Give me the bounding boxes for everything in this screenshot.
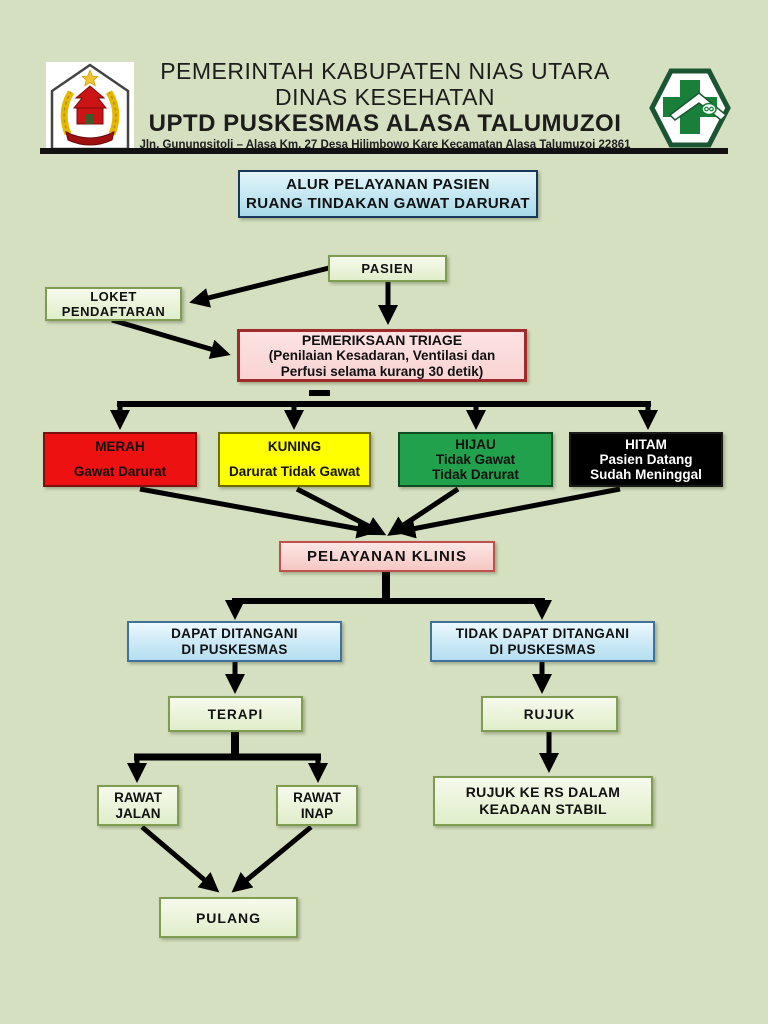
connector-hitam-klinis: [395, 486, 621, 539]
connector-kuning-klinis: [295, 486, 387, 536]
node-label-line1: LOKET: [90, 289, 137, 304]
chart-title-line2: RUANG TINDAKAN GAWAT DARURAT: [246, 195, 530, 212]
node-label: RUJUK: [523, 706, 576, 722]
node-label-line2: (Penilaian Kesadaran, Ventilasi dan: [268, 347, 496, 363]
connector-rawat-inap-pulang: [231, 825, 313, 893]
node-pelayanan-klinis: PELAYANAN KLINIS: [279, 541, 495, 572]
node-label-line2: Tidak Gawat: [435, 452, 516, 467]
node-triage-merah: MERAH Gawat Darurat: [43, 432, 197, 487]
node-pulang: PULANG: [159, 897, 298, 938]
node-triage-kuning: KUNING Darurat Tidak Gawat: [218, 432, 371, 487]
node-rawat-inap: RAWAT INAP: [276, 785, 358, 826]
node-label-line1: TIDAK DAPAT DITANGANI: [455, 625, 630, 641]
node-label: PULANG: [195, 909, 262, 926]
node-label-line1: RAWAT: [114, 789, 162, 805]
node-rawat-jalan: RAWAT JALAN: [97, 785, 179, 826]
node-tidak-dapat-ditangani: TIDAK DAPAT DITANGANI DI PUSKESMAS: [430, 621, 655, 662]
node-terapi: TERAPI: [168, 696, 303, 732]
header-divider: [40, 148, 728, 154]
node-label-line2: INAP: [300, 805, 334, 821]
node-label: TERAPI: [207, 706, 264, 722]
node-label-line1: MERAH: [95, 439, 145, 454]
facility-name: UPTD PUSKESMAS ALASA TALUMUZOI: [148, 110, 622, 137]
triage-stub-dash: [309, 390, 330, 396]
node-label: PASIEN: [361, 261, 414, 276]
node-label-line1: RAWAT: [293, 789, 341, 805]
node-label-line1: HIJAU: [455, 437, 496, 452]
node-label-line1: KUNING: [267, 439, 322, 454]
node-label-line1: RUJUK KE RS DALAM: [465, 784, 621, 800]
node-rujuk: RUJUK: [481, 696, 618, 732]
connector-loket-triage: [111, 317, 231, 359]
node-loket-pendaftaran: LOKET PENDAFTARAN: [45, 287, 182, 321]
connector-rawat-jalan-pulang: [140, 825, 220, 893]
connector-pasien-loket: [189, 265, 330, 308]
node-label-line2: PENDAFTARAN: [61, 304, 166, 319]
node-label-line1: HITAM: [625, 437, 667, 452]
node-rujuk-ke-rs: RUJUK KE RS DALAM KEADAAN STABIL: [433, 776, 653, 826]
node-pemeriksaan-triage: PEMERIKSAAN TRIAGE (Penilaian Kesadaran,…: [237, 329, 527, 382]
node-pasien: PASIEN: [328, 255, 447, 282]
node-label-line1: DAPAT DITANGANI: [171, 625, 298, 641]
puskesmas-logo: [649, 68, 731, 148]
node-label-line3: Perfusi selama kurang 30 detik): [280, 363, 484, 379]
letterhead: PEMERINTAH KABUPATEN NIAS UTARA DINAS KE…: [134, 58, 636, 151]
node-label: PELAYANAN KLINIS: [307, 548, 467, 565]
node-label-line3: Sudah Meninggal: [590, 467, 702, 482]
node-label-line1: PEMERIKSAAN TRIAGE: [301, 331, 463, 348]
node-triage-hitam: HITAM Pasien Datang Sudah Meninggal: [569, 432, 723, 487]
node-label-line2: DI PUSKESMAS: [181, 641, 288, 657]
government-name: PEMERINTAH KABUPATEN NIAS UTARA: [160, 58, 610, 84]
node-label-line2: Gawat Darurat: [73, 464, 167, 479]
node-triage-hijau: HIJAU Tidak Gawat Tidak Darurat: [398, 432, 553, 487]
node-label-line3: Tidak Darurat: [432, 467, 519, 482]
chart-title-box: ALUR PELAYANAN PASIEN RUANG TINDAKAN GAW…: [238, 170, 538, 218]
department-name: DINAS KESEHATAN: [274, 84, 496, 110]
connector-merah-klinis: [139, 486, 377, 539]
chart-title-line1: ALUR PELAYANAN PASIEN: [286, 176, 490, 193]
node-label-line2: JALAN: [115, 805, 161, 821]
node-dapat-ditangani: DAPAT DITANGANI DI PUSKESMAS: [127, 621, 342, 662]
node-label-line2: KEADAAN STABIL: [479, 801, 607, 817]
node-label-line2: DI PUSKESMAS: [489, 641, 596, 657]
node-label-line2: Darurat Tidak Gawat: [228, 464, 361, 479]
node-label-line2: Pasien Datang: [599, 452, 693, 467]
